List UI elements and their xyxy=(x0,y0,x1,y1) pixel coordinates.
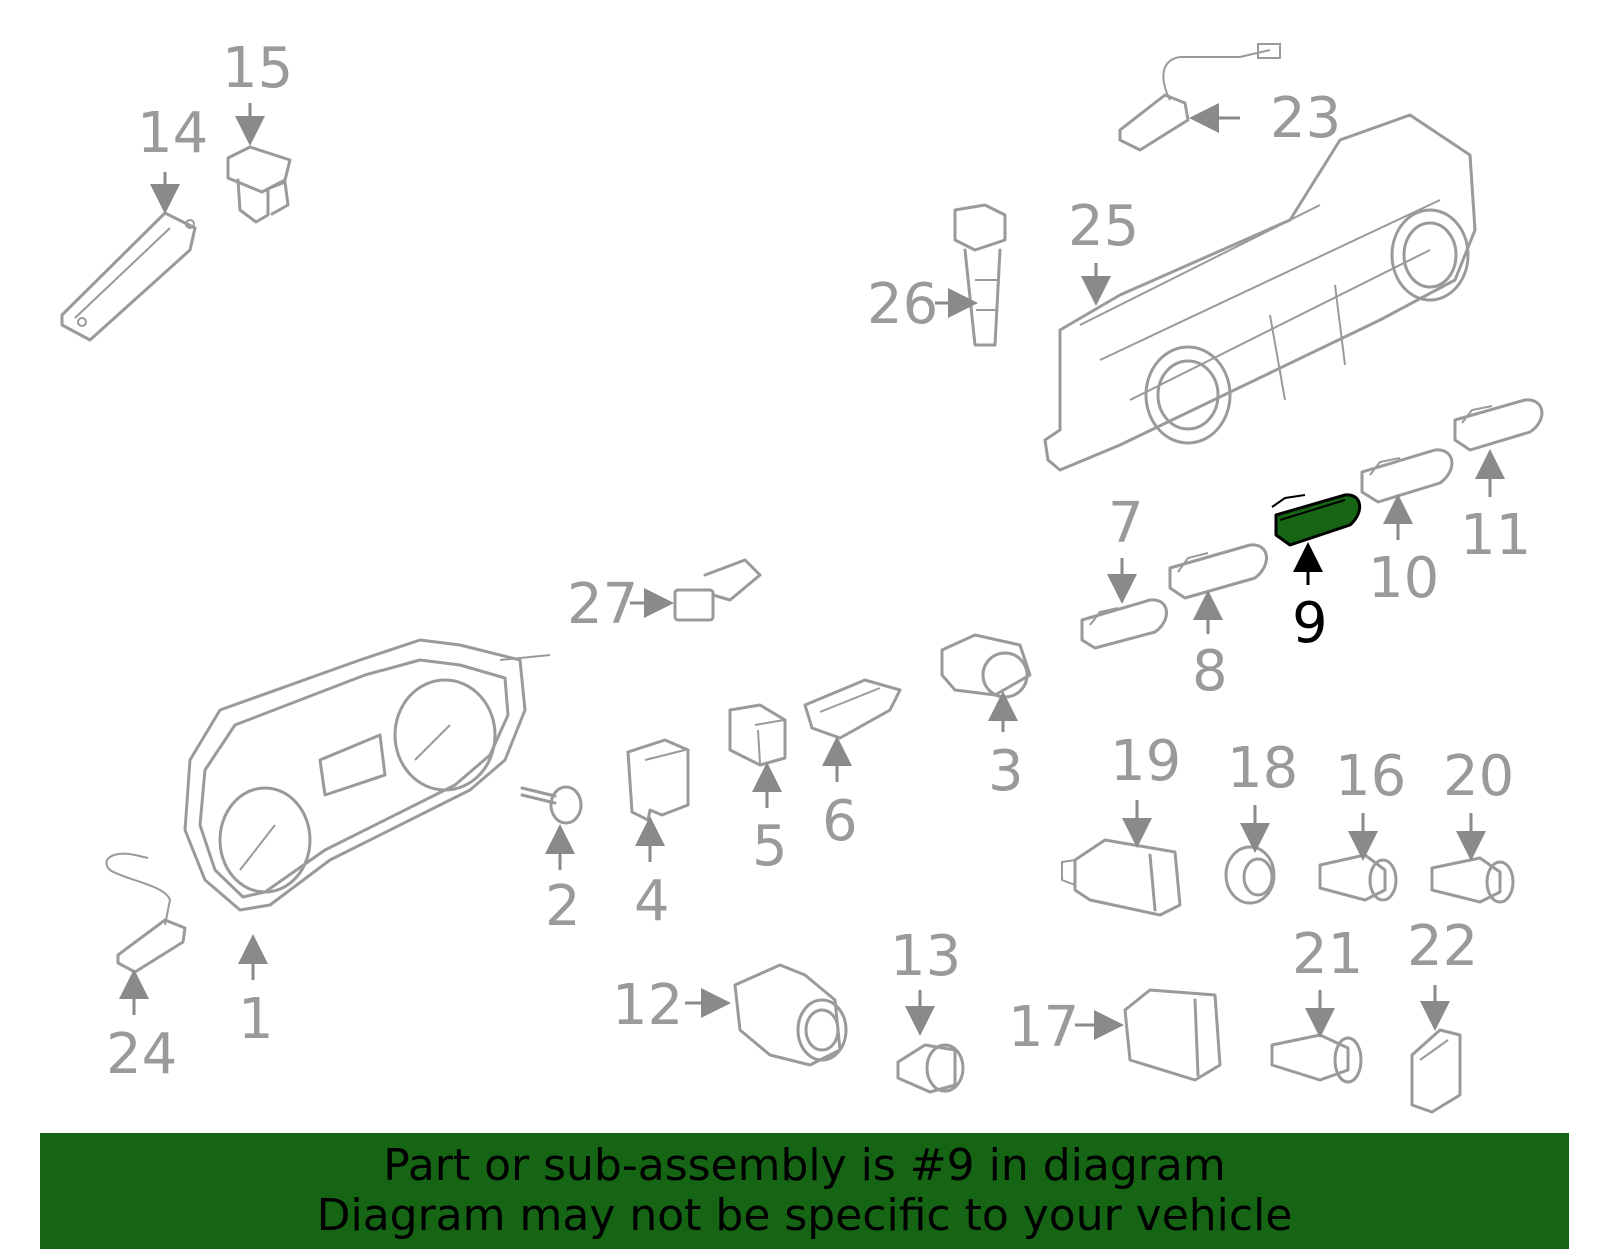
leader-arrows xyxy=(119,103,1505,1040)
callout-12[interactable]: 12 xyxy=(612,973,683,1038)
callout-4[interactable]: 4 xyxy=(634,869,670,934)
part-20-socket[interactable] xyxy=(1430,856,1515,904)
callout-19[interactable]: 19 xyxy=(1110,729,1181,794)
callout-7[interactable]: 7 xyxy=(1108,491,1144,556)
part-22-plate[interactable] xyxy=(1410,1028,1462,1114)
part-21-socket[interactable] xyxy=(1270,1033,1363,1084)
part-13-ring[interactable] xyxy=(896,1043,965,1094)
callout-22[interactable]: 22 xyxy=(1407,914,1478,979)
part-17-usb-module[interactable] xyxy=(1123,988,1222,1082)
callout-14[interactable]: 14 xyxy=(137,101,208,166)
part-8-button[interactable] xyxy=(1168,543,1268,600)
callout-1[interactable]: 1 xyxy=(238,987,274,1052)
part-24-sensor[interactable] xyxy=(105,852,187,974)
callout-17[interactable]: 17 xyxy=(1008,995,1079,1060)
part-12-ignition[interactable] xyxy=(733,963,848,1067)
callout-11[interactable]: 11 xyxy=(1460,503,1531,568)
callout-labels: 14 15 23 25 26 27 7 8 9 10 11 1 24 2 4 5… xyxy=(106,36,1531,1087)
part-4-switch[interactable] xyxy=(626,738,690,822)
callout-27[interactable]: 27 xyxy=(567,572,638,637)
part-10-button[interactable] xyxy=(1360,448,1454,504)
banner-line-1: Part or sub-assembly is #9 in diagram xyxy=(383,1140,1226,1191)
callout-24[interactable]: 24 xyxy=(106,1022,177,1087)
part-14-bracket[interactable] xyxy=(60,211,197,342)
part-23-sensor[interactable] xyxy=(1118,43,1281,152)
callout-25[interactable]: 25 xyxy=(1068,194,1139,259)
part-7-button[interactable] xyxy=(1080,598,1168,650)
part-16-socket[interactable] xyxy=(1318,853,1398,902)
part-25-hvac-control[interactable] xyxy=(1043,113,1477,472)
callout-15[interactable]: 15 xyxy=(222,36,293,101)
part-18-ring[interactable] xyxy=(1224,845,1276,905)
callout-6[interactable]: 6 xyxy=(822,789,858,854)
callout-18[interactable]: 18 xyxy=(1227,736,1298,801)
callout-5[interactable]: 5 xyxy=(752,814,788,879)
callout-10[interactable]: 10 xyxy=(1368,546,1439,611)
callout-8[interactable]: 8 xyxy=(1192,639,1228,704)
callout-16[interactable]: 16 xyxy=(1335,744,1406,809)
part-9-button-highlighted[interactable] xyxy=(1271,493,1361,547)
callout-2[interactable]: 2 xyxy=(545,874,581,939)
callout-3[interactable]: 3 xyxy=(988,739,1024,804)
part-2-screw[interactable] xyxy=(520,785,583,825)
info-banner: Part or sub-assembly is #9 in diagram Di… xyxy=(40,1133,1569,1249)
callout-21[interactable]: 21 xyxy=(1292,922,1363,987)
part-19-usb-port[interactable] xyxy=(1061,838,1182,917)
callout-9[interactable]: 9 xyxy=(1292,591,1328,656)
callout-23[interactable]: 23 xyxy=(1270,86,1341,151)
callout-20[interactable]: 20 xyxy=(1443,744,1514,809)
part-11-button[interactable] xyxy=(1453,398,1544,452)
callout-26[interactable]: 26 xyxy=(867,272,938,337)
part-3-knob[interactable] xyxy=(940,633,1032,699)
part-15-switch[interactable] xyxy=(226,145,292,224)
banner-line-2: Diagram may not be specific to your vehi… xyxy=(316,1190,1293,1241)
part-1-instrument-cluster[interactable] xyxy=(183,638,551,912)
part-6-switch[interactable] xyxy=(803,678,902,740)
part-26-connector[interactable] xyxy=(953,203,1007,347)
part-5-switch[interactable] xyxy=(728,703,787,767)
callout-13[interactable]: 13 xyxy=(890,924,961,989)
part-27-switch[interactable] xyxy=(673,558,762,622)
